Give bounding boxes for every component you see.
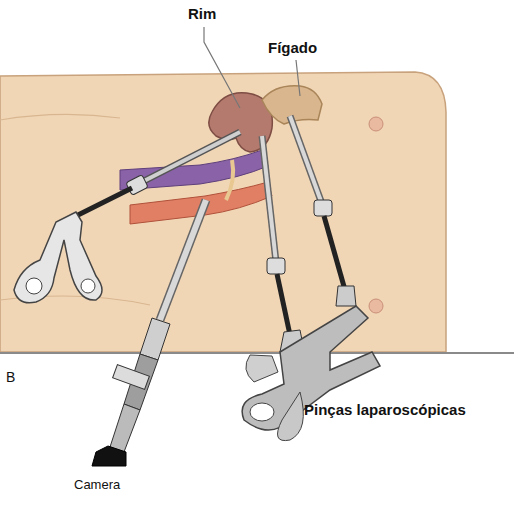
leader-line [296,60,300,96]
nipple [369,299,383,313]
grasper-handle [246,355,278,382]
handle-ring [26,278,42,294]
instrument-shaft [72,188,132,218]
camera-body [140,318,170,360]
handle-ring [81,279,95,293]
camera-shaft [160,200,206,320]
instrument-shaft [277,274,290,335]
instrument-shaft [262,136,276,262]
camera-label: Camera [74,478,120,492]
nipple [369,117,383,131]
patient-body [0,72,446,352]
grasper-handle [278,392,304,441]
leader-line [204,27,240,108]
organ-label: Fígado [268,40,317,57]
instrument-shaft [324,216,345,290]
ureter [226,160,233,200]
camera-body [110,404,140,452]
instrument-shaft [140,132,240,183]
trocar [267,258,285,274]
handle-ring [250,403,274,421]
grasper-handle [14,212,102,303]
body-contour [0,114,120,120]
camera-shaft [160,200,206,320]
camera-ring [113,365,150,390]
table-line [0,352,514,354]
instrument-shaft [290,116,322,204]
instrument-shaft [290,116,322,204]
trocar [126,175,148,196]
instrument-shaft [140,132,240,183]
instrument-shaft [262,136,276,262]
trocar [314,200,332,216]
camera-eyepiece [92,446,126,466]
panel-letter: B [6,370,15,385]
instrument-joint [336,286,356,306]
organ-label: Rim [188,6,216,23]
instrument-label: Pinças laparoscópicas [304,402,466,419]
